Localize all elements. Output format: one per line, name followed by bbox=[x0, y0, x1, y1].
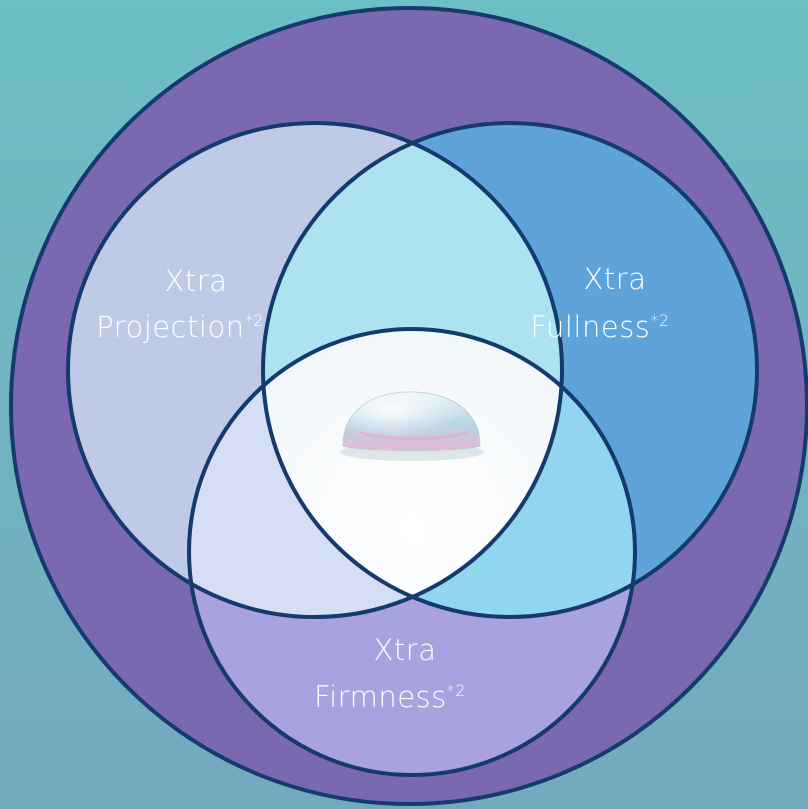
firmness-line2: Firmness*2 bbox=[314, 680, 466, 714]
fullness-line1: Xtra bbox=[584, 262, 647, 296]
label-firmness: Xtra Firmness*2 bbox=[314, 633, 466, 714]
projection-line1: Xtra bbox=[165, 264, 228, 298]
projection-line2: Projection*2 bbox=[96, 310, 264, 344]
center-overlap bbox=[263, 329, 562, 617]
fullness-line2: Fullness*2 bbox=[530, 310, 669, 344]
firmness-line1: Xtra bbox=[374, 633, 437, 667]
implant-icon bbox=[340, 391, 484, 461]
label-projection: Xtra Projection*2 bbox=[96, 264, 264, 344]
label-fullness: Xtra Fullness*2 bbox=[530, 262, 669, 344]
venn-outlines bbox=[66, 121, 759, 777]
